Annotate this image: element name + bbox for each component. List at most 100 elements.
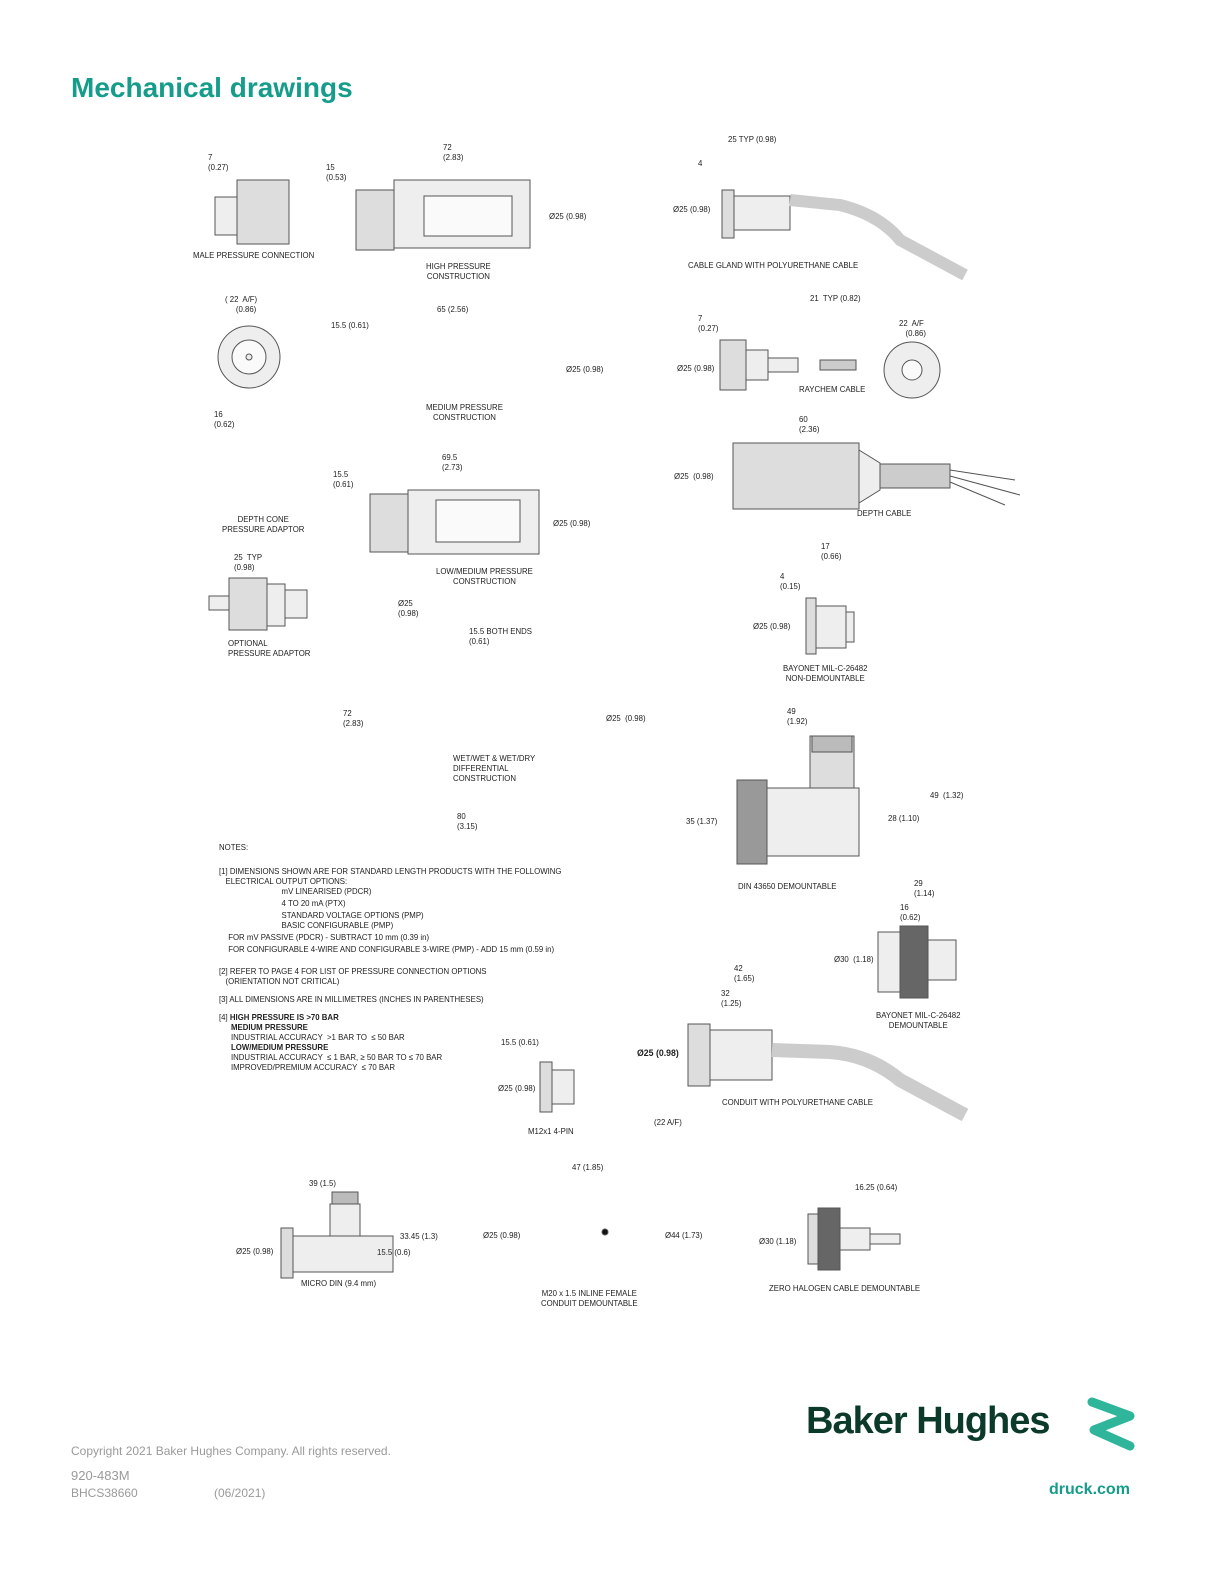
note-1-subtract: FOR mV PASSIVE (PDCR) - SUBTRACT 10 mm (… [228,932,430,942]
note-3: [3] ALL DIMENSIONS ARE IN MILLIMETRES (I… [219,994,484,1004]
dimension-label: 15.5 (0.61) [501,1037,539,1047]
bayonet-demountable-drawing [877,925,957,999]
dimension-label: 33.45 (1.3) [400,1231,438,1241]
dimension-label: Ø25 (0.98) [606,713,646,723]
dimension-label: 29 (1.14) [914,878,935,898]
note-2: [2] REFER TO PAGE 4 FOR LIST OF PRESSURE… [219,966,487,976]
dimension-label: (22 A/F) [654,1117,682,1127]
m20-conduit-drawing [601,1228,609,1236]
dimension-label: 4 [698,158,703,168]
dimension-label: 72 (2.83) [443,142,464,162]
dimension-label: 49 (1.32) [930,790,964,800]
high-pressure-drawing [355,179,531,251]
doc-code: BHCS38660 [71,1486,138,1500]
dimension-label: Ø25 (0.98) [566,364,604,374]
m12-drawing [539,1061,575,1113]
dimension-label: 72 (2.83) [343,708,364,728]
dimension-label: 16 (0.62) [900,902,921,922]
dimension-label: 39 (1.5) [309,1178,336,1188]
dimension-label: 47 (1.85) [572,1162,604,1172]
notes: NOTES: [1] DIMENSIONS SHOWN ARE FOR STAN… [219,842,562,1072]
dimension-label: 32 (1.25) [721,988,742,1008]
copyright: Copyright 2021 Baker Hughes Company. All… [71,1444,391,1458]
dimension-label: 35 (1.37) [686,816,718,826]
dimension-label: 16 (0.62) [214,409,235,429]
dimension-label: MICRO DIN (9.4 mm) [301,1278,377,1288]
dimension-label: Ø30 (1.18) [759,1236,797,1246]
dimension-label: 15.5 (0.6) [377,1247,411,1257]
baker-hughes-logo-icon [1087,1397,1135,1451]
page-title: Mechanical drawings [71,72,353,103]
dimension-label: CABLE GLAND WITH POLYURETHANE CABLE [688,260,859,270]
dimension-label: 28 (1.10) [888,813,920,823]
raychem-cable-drawing [719,339,941,399]
mechanical-drawings [208,179,1021,1279]
dimension-label: WET/WET & WET/DRY DIFFERENTIAL CONSTRUCT… [453,753,536,783]
note-1-option: 4 TO 20 mA (PTX) [281,898,346,908]
dimension-label: 7 (0.27) [698,313,719,333]
dimension-label: CONDUIT WITH POLYURETHANE CABLE [722,1097,873,1107]
dimension-label: 15.5 BOTH ENDS (0.61) [469,626,533,646]
dimension-label: 69.5 (2.73) [442,452,463,472]
doc-date: (06/2021) [214,1486,266,1500]
din-43650-drawing [736,735,860,865]
dimension-label: Ø25 (0.98) [236,1246,274,1256]
zero-halogen-drawing [807,1207,901,1271]
note-1-option: mV LINEARISED (PDCR) [281,886,372,896]
note-4-prefix: [4] [219,1012,230,1022]
dimension-label: BAYONET MIL-C-26482 DEMOUNTABLE [876,1010,961,1030]
dimension-label: 15 (0.53) [326,162,347,182]
dimension-label: DEPTH CABLE [857,508,912,518]
dimension-label: Ø25 (0.98) [398,598,419,618]
depth-cable-drawing [732,442,1021,510]
dimension-label: RAYCHEM CABLE [799,384,866,394]
dimension-label: Ø25 (0.98) [498,1083,536,1093]
dimension-label: 25 TYP (0.98) [234,552,263,572]
micro-din-drawing [280,1191,394,1279]
low-medium-pressure-drawing [369,489,540,555]
dimension-label: Ø25 (0.98) [483,1230,521,1240]
dimension-label: 25 TYP (0.98) [728,134,777,144]
dimension-label: 21 TYP (0.82) [810,293,861,303]
dimension-label: MEDIUM PRESSURE CONSTRUCTION [426,402,503,422]
note-2-line2: (ORIENTATION NOT CRITICAL) [219,976,340,986]
dimension-label: ( 22 A/F) (0.86) [225,294,258,314]
note-4: [4] HIGH PRESSURE IS >70 BAR [219,1012,562,1022]
note-4-lowmed: LOW/MEDIUM PRESSURE [230,1042,329,1052]
brand-name: Baker Hughes [806,1400,1051,1442]
dimension-label: 7 (0.27) [208,152,229,172]
optional-pressure-adaptor-drawing [208,577,308,631]
website-link[interactable]: druck.com [1049,1481,1130,1498]
dimension-label: DEPTH CONE PRESSURE ADAPTOR [222,514,305,534]
note-1-option: BASIC CONFIGURABLE (PMP) [281,920,394,930]
dimension-label: Ø44 (1.73) [665,1230,703,1240]
note-1-line2: ELECTRICAL OUTPUT OPTIONS: [219,876,348,886]
bayonet-non-demountable-drawing [805,597,855,655]
note-1: [1] DIMENSIONS SHOWN ARE FOR STANDARD LE… [219,866,562,876]
dimension-label: Ø25 (0.98) [549,211,587,221]
note-4-high: HIGH PRESSURE IS >70 BAR [229,1012,339,1022]
note-4-lowmed-detail: IMPROVED/PREMIUM ACCURACY ≤ 70 BAR [230,1062,396,1072]
dimension-label: Ø25 (0.98) [553,518,591,528]
dimension-label: M20 x 1.5 INLINE FEMALE CONDUIT DEMOUNTA… [541,1288,638,1308]
dimension-label: 4 (0.15) [780,571,801,591]
dimension-label: HIGH PRESSURE CONSTRUCTION [426,261,491,281]
dimension-label: DIN 43650 DEMOUNTABLE [738,881,837,891]
note-4-lowmed-detail: INDUSTRIAL ACCURACY ≤ 1 BAR, ≥ 50 BAR TO… [230,1052,443,1062]
note-1-option: STANDARD VOLTAGE OPTIONS (PMP) [281,910,424,920]
dimension-label: 17 (0.66) [821,541,842,561]
dimension-label: M12x1 4-PIN [528,1126,574,1136]
dimension-label: 22 A/F (0.86) [899,318,926,338]
note-4-medium: MEDIUM PRESSURE [230,1022,308,1032]
note-1-add: FOR CONFIGURABLE 4-WIRE AND CONFIGURABLE… [228,944,555,954]
dimension-label: 15.5 (0.61) [333,469,354,489]
dimension-label: Ø25 (0.98) [677,363,715,373]
doc-number: 920-483M [71,1468,130,1483]
dimension-label: LOW/MEDIUM PRESSURE CONSTRUCTION [436,566,533,586]
dimension-label: ZERO HALOGEN CABLE DEMOUNTABLE [769,1283,921,1293]
dimension-label: 60 (2.36) [799,414,820,434]
dimension-label: Ø25 (0.98) [753,621,791,631]
dimension-label: 16.25 (0.64) [855,1182,898,1192]
male-pressure-connection-drawing [214,179,290,245]
dimension-label: Ø30 (1.18) [834,954,874,964]
